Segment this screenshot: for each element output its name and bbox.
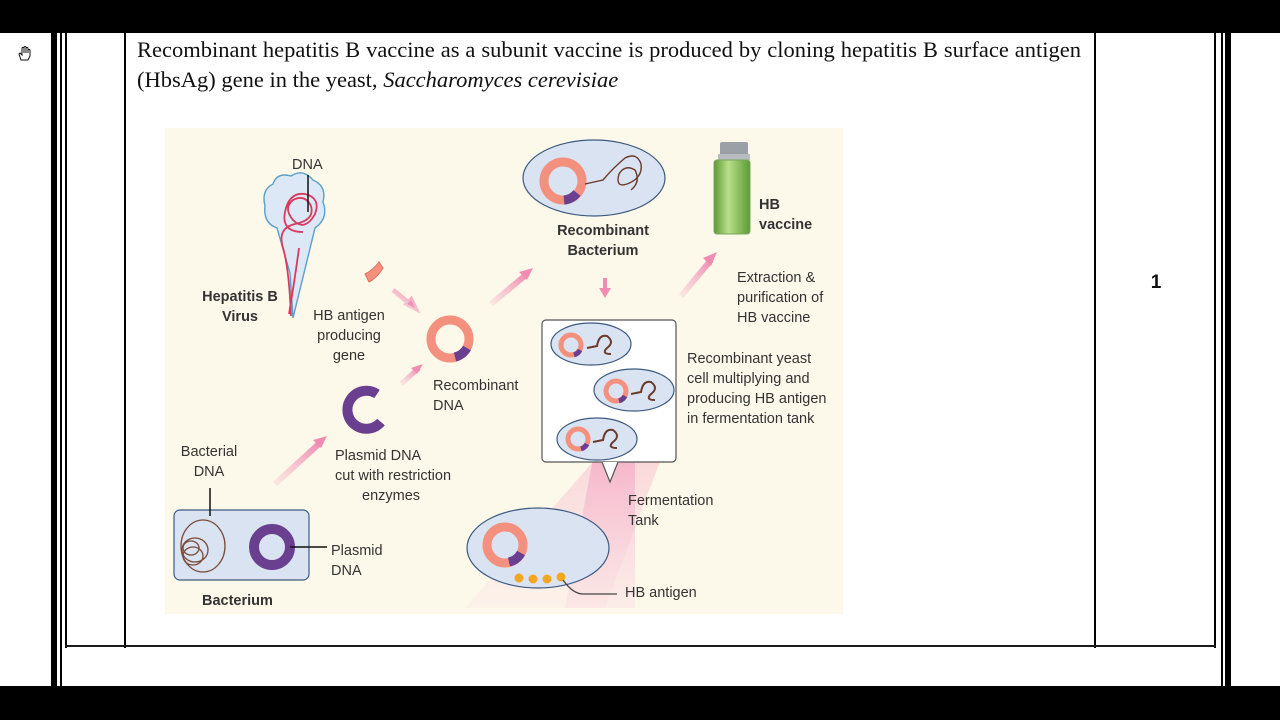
- hb-antigen-dot: [514, 573, 524, 583]
- hb-vaccine-vial-icon: [713, 142, 751, 235]
- page-border-right-thick: [1225, 33, 1231, 686]
- arrow-head: [599, 288, 611, 298]
- hb-antigen-dot: [528, 574, 538, 584]
- label-plasmid-cut: Plasmid DNA cut with restriction enzymes: [335, 448, 452, 504]
- label-hepatitis-b-virus: Hepatitis B Virus: [202, 289, 278, 325]
- page-border-right-thin: [1221, 33, 1223, 686]
- table-border-right: [1214, 33, 1216, 648]
- table-col-divider-1: [124, 33, 126, 648]
- label-bacterial-dna: Bacterial DNA: [180, 444, 238, 480]
- top-black-bar: [0, 0, 1280, 33]
- cut-plasmid-icon: [342, 385, 385, 434]
- hepatitis-b-vaccine-diagram: DNA Hepatitis B Virus HB antigen produci…: [165, 128, 843, 614]
- label-yeast-multiplying: Recombinant yeast cell multiplying and p…: [687, 351, 827, 427]
- organism-name: Saccharomyces cerevisiae: [383, 67, 619, 92]
- recombinant-bacterium-icon: [522, 139, 666, 217]
- page-border-left-thin: [60, 33, 62, 686]
- label-extraction: Extraction & purification of HB vaccine: [737, 270, 824, 326]
- arrow-head: [703, 252, 717, 266]
- label-bacterium: Bacterium: [202, 593, 273, 609]
- arrow-bacterium-to-plasmid: [272, 439, 324, 487]
- arrow-recombinant-to-bacterium: [489, 271, 529, 307]
- arrow-head: [519, 268, 533, 280]
- label-fermentation-tank: Fermentation Tank: [628, 493, 714, 529]
- question-main-text: Recombinant hepatitis B vaccine as a sub…: [137, 37, 1081, 92]
- table-bottom-border: [65, 645, 1216, 647]
- hepatitis-b-virus-icon: [263, 172, 326, 319]
- label-hb-antigen-gene: HB antigen producing gene: [313, 308, 385, 364]
- hand-pointer-icon: [16, 44, 34, 62]
- hb-antigen-dot: [556, 572, 566, 582]
- bottom-black-bar: [0, 686, 1280, 720]
- bacterium-icon: [173, 488, 327, 581]
- question-text: Recombinant hepatitis B vaccine as a sub…: [137, 35, 1081, 95]
- yeast-cell-antigen-icon: [466, 507, 617, 595]
- arrow-gene-to-recombinant: [391, 288, 421, 314]
- arrow-head: [411, 364, 423, 374]
- yeast-cell-3-icon: [556, 417, 638, 461]
- page-border-left-thick: [51, 33, 57, 686]
- recombinant-dna-ring-icon: [426, 315, 474, 363]
- yeast-cell-1-icon: [550, 322, 632, 366]
- hb-antigen-dot: [542, 574, 552, 584]
- label-hb-antigen: HB antigen: [625, 585, 697, 601]
- arrow-head: [313, 436, 327, 448]
- label-plasmid-dna: Plasmid DNA: [331, 543, 383, 579]
- label-dna: DNA: [292, 157, 323, 173]
- label-recombinant-bacterium: Recombinant Bacterium: [557, 223, 649, 259]
- flow-arrows: [272, 252, 717, 487]
- arrow-tank-to-vaccine: [678, 258, 714, 298]
- table-border-left: [65, 33, 67, 648]
- marks-value: 1: [1150, 272, 1162, 293]
- yeast-cell-2-icon: [593, 368, 675, 412]
- hb-antigen-gene-fragment: [364, 261, 384, 283]
- table-col-divider-2: [1094, 33, 1096, 648]
- label-recombinant-dna: Recombinant DNA: [433, 378, 519, 414]
- label-hb-vaccine: HB vaccine: [759, 197, 813, 233]
